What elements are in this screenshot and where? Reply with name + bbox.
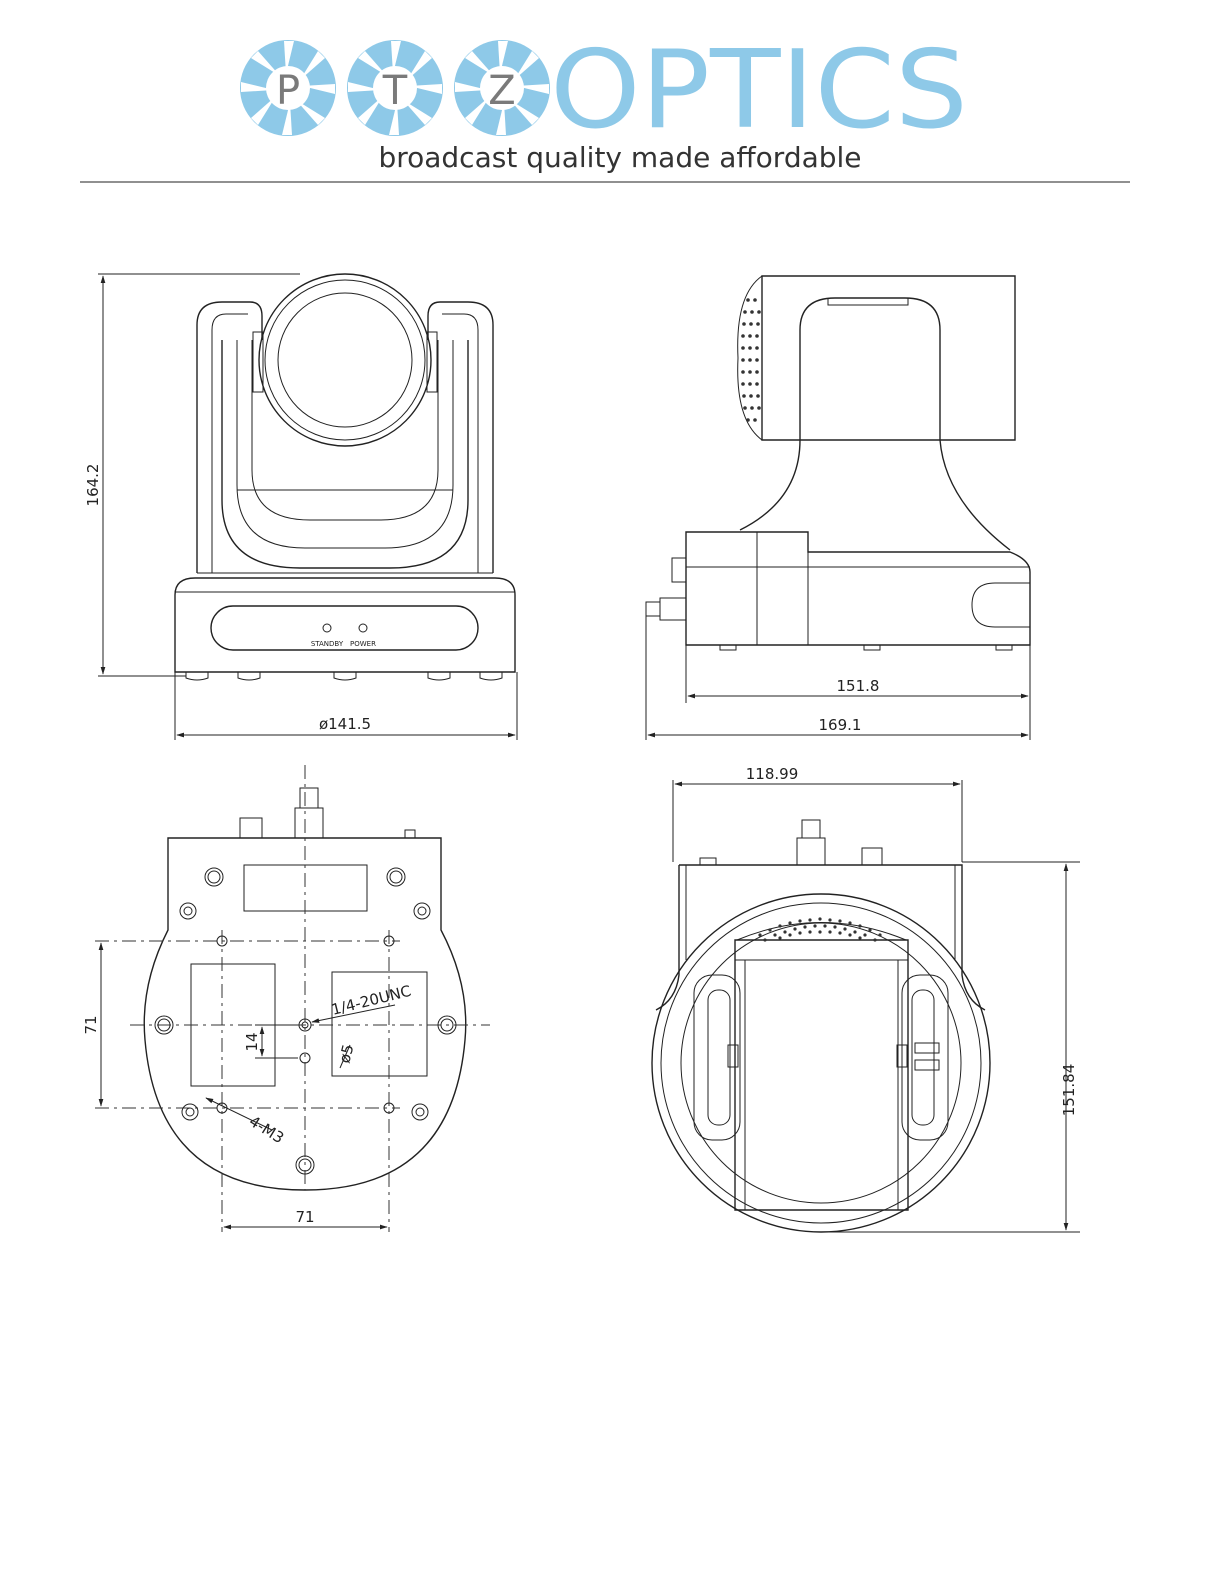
front-width-dim: ø141.5 [319, 715, 371, 733]
top-depth-dim: 151.84 [1060, 1064, 1078, 1117]
top-width-dim: 118.99 [746, 765, 799, 783]
offset-label: 14 [243, 1032, 261, 1051]
standby-led-label: STANDBY [311, 640, 344, 648]
side-overall-dim: 169.1 [819, 716, 862, 734]
spacing-horizontal-dim: 71 [295, 1208, 314, 1226]
front-view: STANDBY POWER 164.2 ø141.5 [84, 274, 517, 740]
side-base-dim: 151.8 [837, 677, 880, 695]
screw-label: 4-M3 [246, 1112, 287, 1147]
power-led-label: POWER [350, 640, 376, 648]
hole-label: ø5 [335, 1042, 357, 1065]
speaker-grille-icon [741, 298, 761, 422]
spacing-vertical-dim: 71 [82, 1015, 100, 1034]
bottom-view: 1/4-20UNC 14 ø5 4-M3 71 71 [82, 765, 490, 1232]
thread-label: 1/4-20UNC [330, 982, 413, 1019]
top-view: 118.99 151.84 [652, 765, 1080, 1232]
front-height-dim: 164.2 [84, 464, 102, 507]
side-view: 151.8 169.1 [646, 276, 1030, 740]
